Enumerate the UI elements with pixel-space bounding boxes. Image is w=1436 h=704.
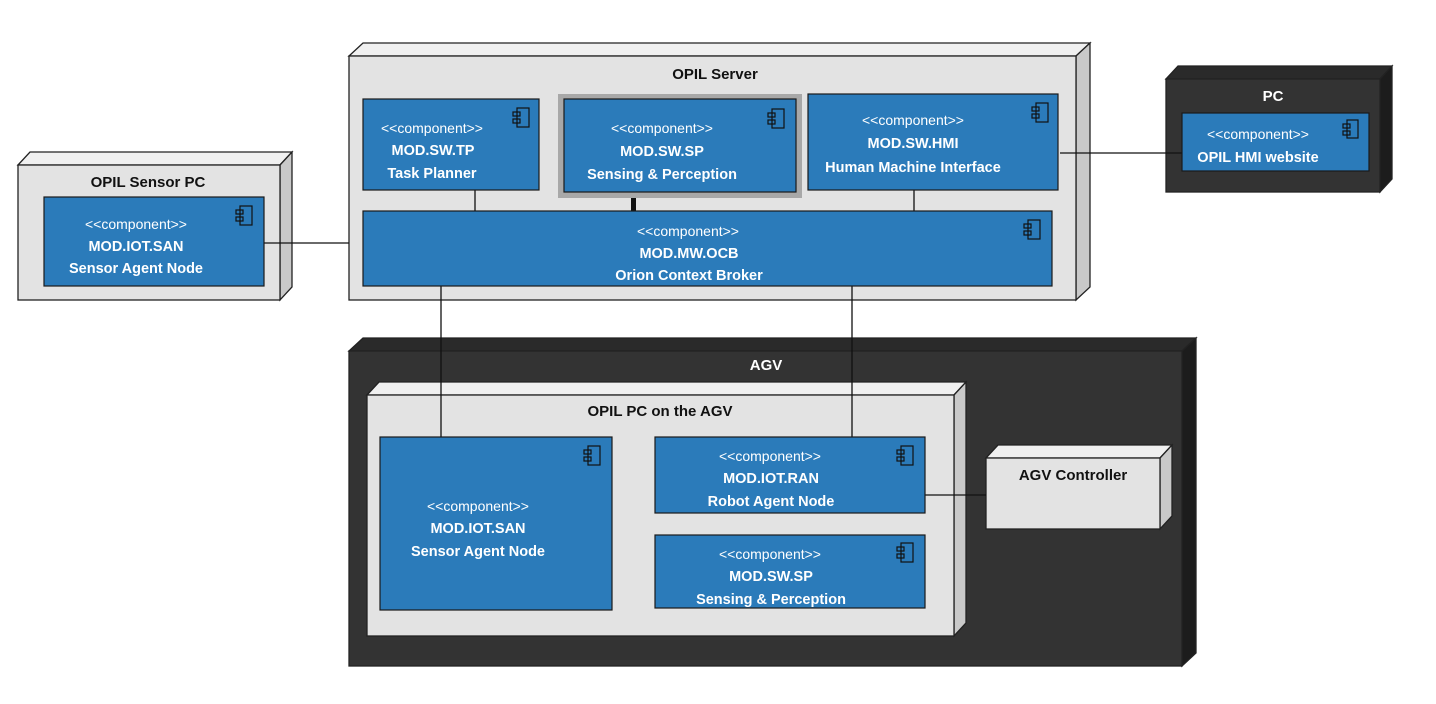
component-description: Robot Agent Node bbox=[708, 494, 835, 510]
stereotype-label: <<component>> bbox=[611, 120, 713, 136]
stereotype-label: <<component>> bbox=[862, 112, 964, 128]
component-robot-agent-node[interactable]: <<component>> MOD.IOT.RAN Robot Agent No… bbox=[654, 436, 926, 514]
stereotype-label: <<component>> bbox=[719, 448, 821, 464]
component-human-machine-interface[interactable]: <<component>> MOD.SW.HMI Human Machine I… bbox=[807, 93, 1059, 191]
component-orion-context-broker[interactable]: <<component>> MOD.MW.OCB Orion Context B… bbox=[362, 210, 1053, 287]
component-icon bbox=[896, 542, 914, 563]
stereotype-label: <<component>> bbox=[719, 546, 821, 562]
component-description: Orion Context Broker bbox=[615, 268, 763, 284]
connectors bbox=[264, 152, 1182, 496]
component-icon bbox=[235, 205, 253, 226]
component-icon bbox=[767, 108, 785, 129]
component-name: MOD.IOT.SAN bbox=[88, 239, 183, 255]
component-icon bbox=[1023, 219, 1041, 240]
component-name: MOD.IOT.RAN bbox=[723, 471, 819, 487]
node-title-pc: PC bbox=[1263, 88, 1284, 105]
component-description: Sensing & Perception bbox=[696, 592, 846, 608]
component-description: Human Machine Interface bbox=[825, 160, 1001, 176]
component-name: MOD.SW.SP bbox=[729, 569, 813, 585]
component-icon bbox=[1342, 119, 1359, 139]
stereotype-label: <<component>> bbox=[381, 120, 483, 136]
component-sensing-perception-server[interactable]: <<component>> MOD.SW.SP Sensing & Percep… bbox=[558, 94, 802, 198]
component-name: MOD.SW.SP bbox=[620, 144, 704, 160]
component-name: MOD.SW.HMI bbox=[867, 136, 958, 152]
node-title-agv-controller: AGV Controller bbox=[1019, 467, 1128, 484]
component-sensing-perception-agv[interactable]: <<component>> MOD.SW.SP Sensing & Percep… bbox=[654, 534, 926, 609]
component-name: MOD.MW.OCB bbox=[639, 246, 738, 262]
component-sensor-agent-node-agv[interactable]: <<component>> MOD.IOT.SAN Sensor Agent N… bbox=[379, 436, 613, 611]
connector-sp-to-ocb[interactable] bbox=[631, 198, 636, 211]
stereotype-label: <<component>> bbox=[1207, 126, 1309, 142]
stereotype-label: <<component>> bbox=[637, 223, 739, 239]
node-title-opil-server: OPIL Server bbox=[672, 66, 758, 83]
component-sensor-agent-node-sensorpc[interactable]: <<component>> MOD.IOT.SAN Sensor Agent N… bbox=[43, 196, 265, 287]
component-description: Sensor Agent Node bbox=[411, 544, 545, 560]
node-title-opil-pc-agv: OPIL PC on the AGV bbox=[587, 403, 732, 420]
component-description: Sensor Agent Node bbox=[69, 261, 203, 277]
component-description: Task Planner bbox=[387, 166, 477, 182]
stereotype-label: <<component>> bbox=[85, 216, 187, 232]
component-icon bbox=[512, 107, 530, 128]
component-name: MOD.SW.TP bbox=[392, 143, 475, 159]
node-title-opil-sensor-pc: OPIL Sensor PC bbox=[91, 174, 206, 191]
component-task-planner[interactable]: <<component>> MOD.SW.TP Task Planner bbox=[362, 98, 540, 191]
component-opil-hmi-website[interactable]: <<component>> OPIL HMI website bbox=[1181, 112, 1370, 172]
component-icon bbox=[896, 445, 914, 466]
component-name: MOD.IOT.SAN bbox=[430, 521, 525, 537]
component-icon bbox=[583, 445, 601, 466]
component-name: OPIL HMI website bbox=[1197, 150, 1318, 166]
stereotype-label: <<component>> bbox=[427, 498, 529, 514]
component-description: Sensing & Perception bbox=[587, 167, 737, 183]
node-agv-controller[interactable]: AGV Controller bbox=[984, 443, 1174, 531]
component-icon bbox=[1031, 102, 1049, 123]
node-title-agv: AGV bbox=[750, 357, 783, 374]
